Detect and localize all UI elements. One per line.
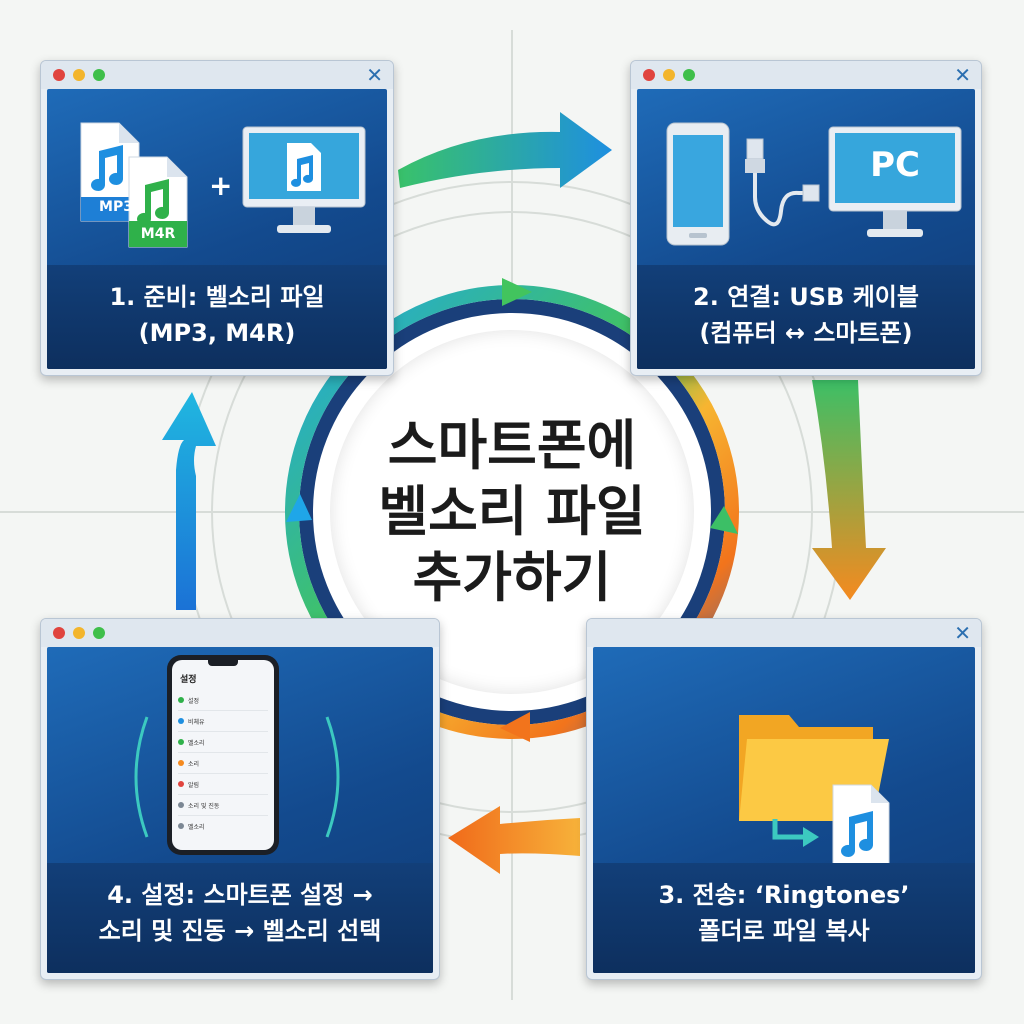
window-minimize-dot[interactable] xyxy=(73,627,85,639)
settings-header: 설정 xyxy=(180,675,197,685)
settings-item[interactable]: 설정 xyxy=(178,690,268,711)
settings-item-label: 비체유 xyxy=(188,718,205,726)
window-close-dot[interactable] xyxy=(53,69,65,81)
step3-subtitle: 폴더로 파일 복사 xyxy=(698,917,870,945)
window-close-dot[interactable] xyxy=(53,627,65,639)
window-maximize-dot[interactable] xyxy=(93,69,105,81)
step4-window: 설정 설정 비체유 벨소리 xyxy=(40,618,440,980)
step2-label: 2. 연결: USB 케이블 (컴퓨터 ↔ 스마트폰) xyxy=(637,265,975,369)
step1-titlebar: ✕ xyxy=(41,61,393,89)
step4-titlebar xyxy=(41,619,439,647)
settings-dot-icon xyxy=(178,697,184,703)
plus-sign: + xyxy=(209,169,233,202)
settings-item-label: 알림 xyxy=(188,781,200,789)
step3-titlebar: ✕ xyxy=(587,619,981,647)
window-maximize-dot[interactable] xyxy=(93,627,105,639)
settings-dot-icon xyxy=(178,760,184,766)
step4-content: 설정 설정 비체유 벨소리 xyxy=(47,647,433,973)
ring-arrowhead-right xyxy=(710,506,738,534)
settings-item-label: 벨소리 xyxy=(188,823,205,831)
window-minimize-dot[interactable] xyxy=(663,69,675,81)
arrow-step3-to-step4 xyxy=(448,806,580,874)
arrow-step4-to-step1 xyxy=(162,392,216,610)
close-icon[interactable]: ✕ xyxy=(366,63,383,87)
step2-subtitle: (컴퓨터 ↔ 스마트폰) xyxy=(699,319,913,347)
settings-dot-icon xyxy=(178,823,184,829)
settings-item[interactable]: 소리 및 진동 xyxy=(178,795,268,816)
step3-window: ✕ 3. 전송: ‘Ringtones’ 폴더로 파일 복사 xyxy=(586,618,982,980)
settings-item[interactable]: 비체유 xyxy=(178,711,268,732)
folder-icon xyxy=(739,715,890,872)
step2-titlebar: ✕ xyxy=(631,61,981,89)
file-label-m4r: M4R xyxy=(140,226,176,242)
step4-subtitle: 소리 및 진동 → 벨소리 선택 xyxy=(98,917,382,945)
settings-item[interactable]: 소리 xyxy=(178,753,268,774)
settings-dot-icon xyxy=(178,802,184,808)
pc-text: PC xyxy=(870,145,920,185)
usb-cable-icon xyxy=(745,138,820,227)
settings-item-label: 소리 xyxy=(188,760,200,768)
step3-content: 3. 전송: ‘Ringtones’ 폴더로 파일 복사 xyxy=(593,647,975,973)
step4-label: 4. 설정: 스마트폰 설정 → 소리 및 진동 → 벨소리 선택 xyxy=(47,863,433,973)
transfer-arrow-icon xyxy=(772,819,819,847)
arrow-step2-to-step3 xyxy=(812,380,886,600)
step1-content: MP3 M4R + 1. 준비: 벨소리 파일 (MP3, M4R) xyxy=(47,89,387,369)
ring-arrowhead-bottom xyxy=(500,712,530,742)
monitor-icon xyxy=(242,126,366,233)
pc-monitor-icon xyxy=(828,126,962,237)
window-maximize-dot[interactable] xyxy=(683,69,695,81)
window-minimize-dot[interactable] xyxy=(73,69,85,81)
step2-window: ✕ PC 2. 연결: USB 케이블 (컴퓨터 ↔ 스마트폰) xyxy=(630,60,982,376)
center-title-line-2: 벨소리 파일 xyxy=(378,480,646,543)
close-icon[interactable]: ✕ xyxy=(954,63,971,87)
step1-window: ✕ MP3 M4R + 1. 준비: 벨소리 파일 (MP3, M4R) xyxy=(40,60,394,376)
step1-subtitle: (MP3, M4R) xyxy=(138,319,296,347)
settings-item-label: 설정 xyxy=(188,697,200,705)
settings-item-label: 벨소리 xyxy=(188,739,205,747)
settings-item[interactable]: 벨소리 xyxy=(178,732,268,753)
step3-label: 3. 전송: ‘Ringtones’ 폴더로 파일 복사 xyxy=(593,863,975,973)
settings-item[interactable]: 알림 xyxy=(178,774,268,795)
phone-notch xyxy=(208,660,238,666)
music-files-icon xyxy=(80,122,188,248)
center-title-line-1: 스마트폰에 xyxy=(387,414,637,477)
settings-dot-icon xyxy=(178,718,184,724)
settings-dot-icon xyxy=(178,739,184,745)
ring-arrowhead-top xyxy=(502,278,532,306)
file-label-mp3: MP3 xyxy=(99,199,133,215)
settings-item-label: 소리 및 진동 xyxy=(188,802,220,810)
smartphone-icon xyxy=(666,122,730,246)
ring-arrowhead-left xyxy=(286,494,312,522)
step3-title: 3. 전송: ‘Ringtones’ xyxy=(658,881,910,909)
close-icon[interactable]: ✕ xyxy=(954,621,971,645)
center-title-line-3: 추가하기 xyxy=(412,546,612,609)
window-close-dot[interactable] xyxy=(643,69,655,81)
phone-settings-screen: 설정 설정 비체유 벨소리 xyxy=(167,655,279,855)
settings-item[interactable]: 벨소리 xyxy=(178,816,268,836)
step1-title: 1. 준비: 벨소리 파일 xyxy=(109,283,325,311)
step4-title: 4. 설정: 스마트폰 설정 → xyxy=(107,881,373,909)
vibration-arcs-icon xyxy=(134,716,340,838)
settings-dot-icon xyxy=(178,781,184,787)
step2-content: PC 2. 연결: USB 케이블 (컴퓨터 ↔ 스마트폰) xyxy=(637,89,975,369)
step2-title: 2. 연결: USB 케이블 xyxy=(693,283,919,311)
step1-label: 1. 준비: 벨소리 파일 (MP3, M4R) xyxy=(47,265,387,369)
arrow-step1-to-step2 xyxy=(398,112,612,188)
settings-list: 설정 비체유 벨소리 소리 xyxy=(178,690,268,836)
